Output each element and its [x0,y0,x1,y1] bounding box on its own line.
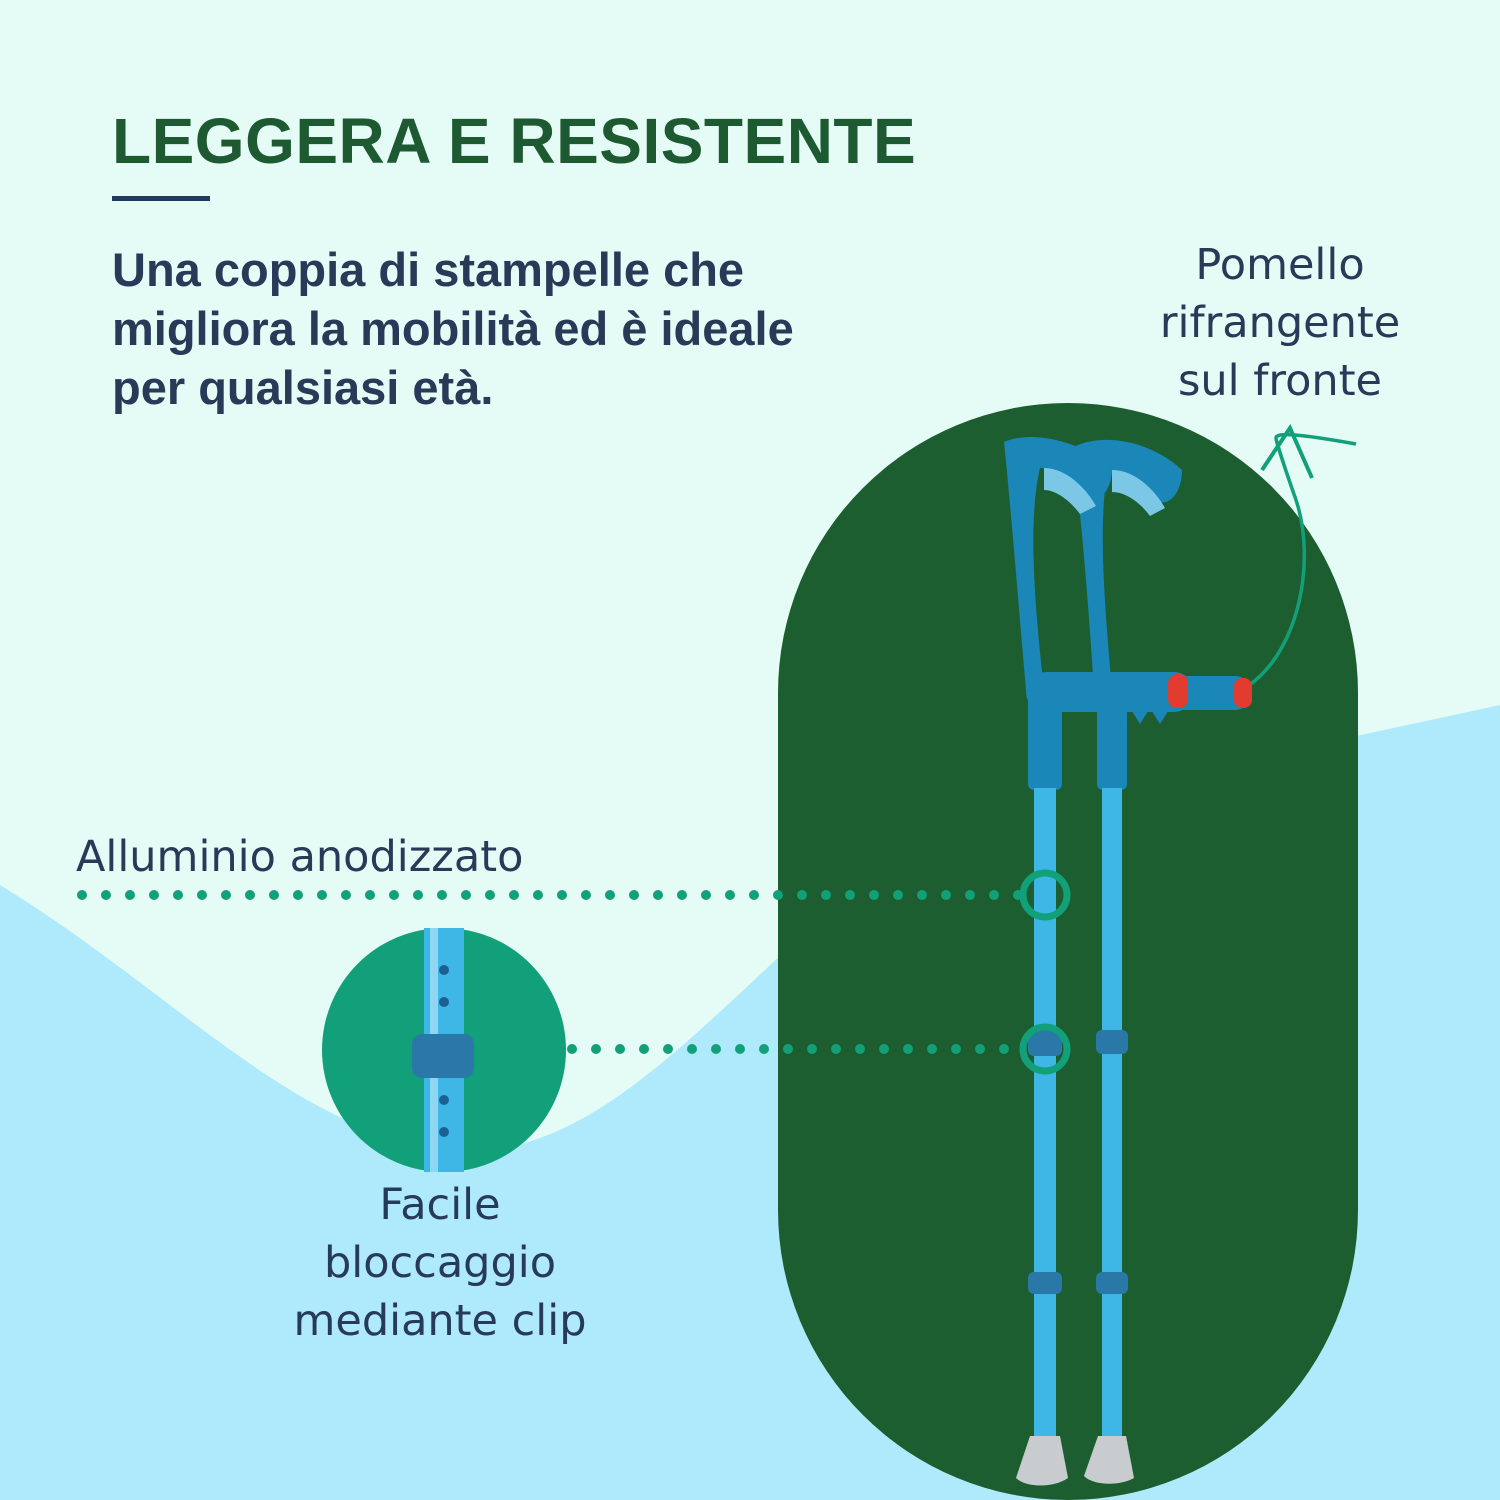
crutch-clip [1096,1030,1128,1054]
crutch-cuff [1072,439,1182,690]
lead-text: Una coppia di stampelle che migliora la … [112,243,794,414]
crutch-cuff [1004,437,1112,690]
reflector-knob-icon [1234,678,1252,708]
callout-reflector-knob: Pomello rifrangente sul fronte [1120,236,1440,410]
crutch-clip [1096,1272,1128,1294]
callout-aluminium: Alluminio anodizzato [76,832,524,882]
aluminium-marker-ring [1019,869,1071,921]
clip-marker-ring [1019,1023,1071,1075]
crutch-handle [1026,672,1194,712]
callout-line: bloccaggio [323,1238,557,1288]
crutch-tube [1102,788,1122,1440]
crutch-clip [1028,1030,1062,1056]
knob-pointer-line [1247,432,1357,688]
crutch-rubber-tip [1016,1436,1068,1486]
headline-divider [112,196,210,201]
headline: LEGGERA E RESISTENTE [112,105,917,177]
crutch-front [1004,437,1194,1486]
pill-panel [778,403,1358,1500]
clip-detail-hole [439,997,449,1007]
callout-line: Pomello [1195,240,1365,290]
callout-clip-lock: Facile bloccaggio mediante clip [240,1176,640,1350]
arrowhead-icon [1260,423,1314,479]
crutch-sleeve [1028,690,1062,790]
crutch-rubber-tip [1084,1436,1134,1484]
crutch-tube [1034,788,1056,1440]
callout-line: sul fronte [1177,356,1383,406]
clip-detail-lock [412,1034,474,1078]
crutch-cuff-pad [1112,470,1165,516]
clip-detail-hole [439,1095,449,1105]
crutch-handle-grip [1110,708,1170,724]
crutch-clip [1028,1272,1062,1294]
callout-line: mediante clip [293,1296,587,1346]
callout-line: rifrangente [1159,298,1401,348]
callout-line: Facile [379,1180,501,1230]
crutch-cuff-pad [1044,468,1096,514]
reflector-knob-icon [1168,674,1188,708]
clip-detail-hole [439,965,449,975]
clip-detail-hole [439,1127,449,1137]
